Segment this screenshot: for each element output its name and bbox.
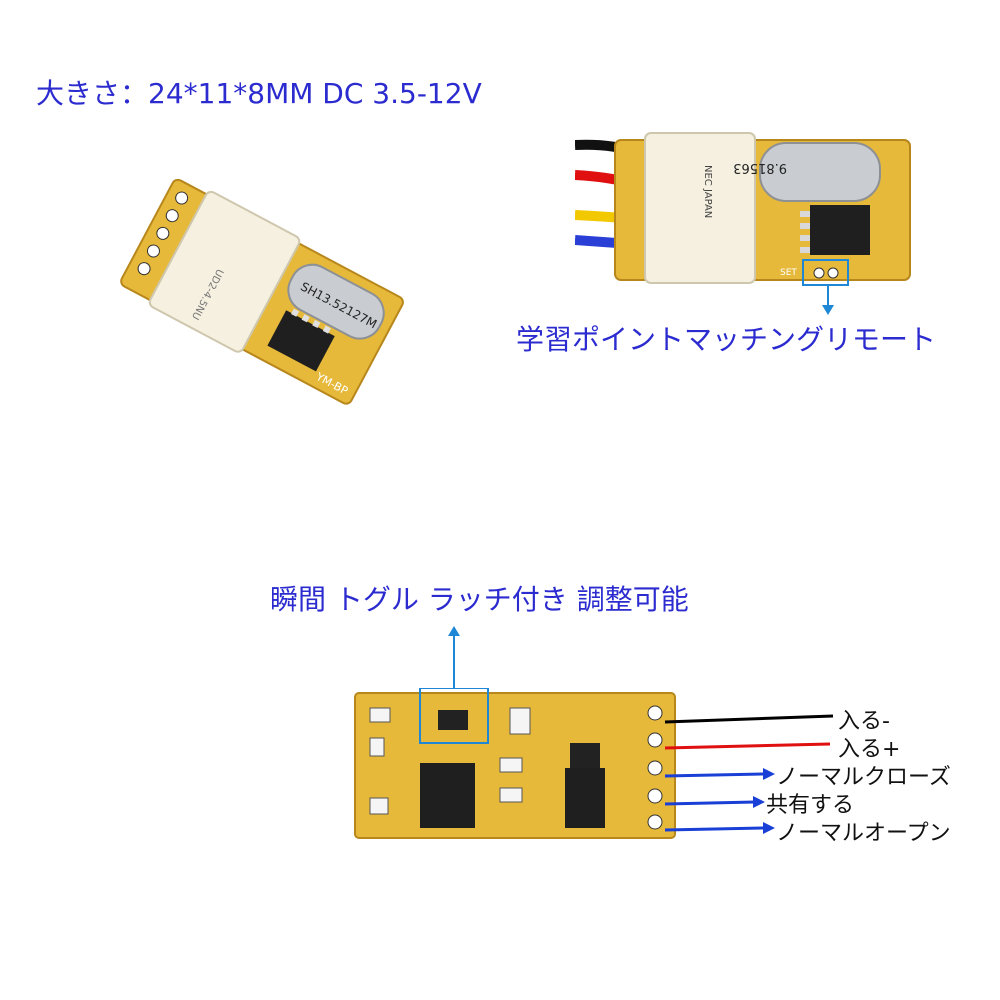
- wire-label-com: 共有する: [766, 793, 855, 818]
- module-photo-pinout: [350, 688, 680, 843]
- arrow-down-icon: [818, 285, 838, 317]
- wire-label-in-plus: 入る+: [838, 737, 901, 762]
- wire-label-no: ノーマルオープン: [776, 821, 951, 846]
- set-silk: SET: [780, 268, 797, 278]
- arrow-up-icon: [444, 626, 464, 688]
- learning-callout-text: 学習ポイントマッチングリモート: [516, 323, 937, 356]
- module-photo-angled: UD2-4.5NU SH13.52127M YM-BP: [105, 170, 405, 440]
- modes-callout-text: 瞬間 トグル ラッチ付き 調整可能: [270, 583, 689, 616]
- wire-label-nc: ノーマルクローズ: [776, 765, 951, 790]
- module-photo-wired: NEC JAPAN 9.81563 SET: [575, 125, 915, 290]
- wire-label-in-minus: 入る-: [838, 709, 890, 734]
- wire-lines: [655, 700, 835, 840]
- crystal-label-top: 9.81563: [733, 160, 787, 175]
- size-spec-text: 大きさ：24*11*8MM DC 3.5-12V: [36, 77, 482, 110]
- relay-brand: NEC JAPAN: [702, 165, 713, 218]
